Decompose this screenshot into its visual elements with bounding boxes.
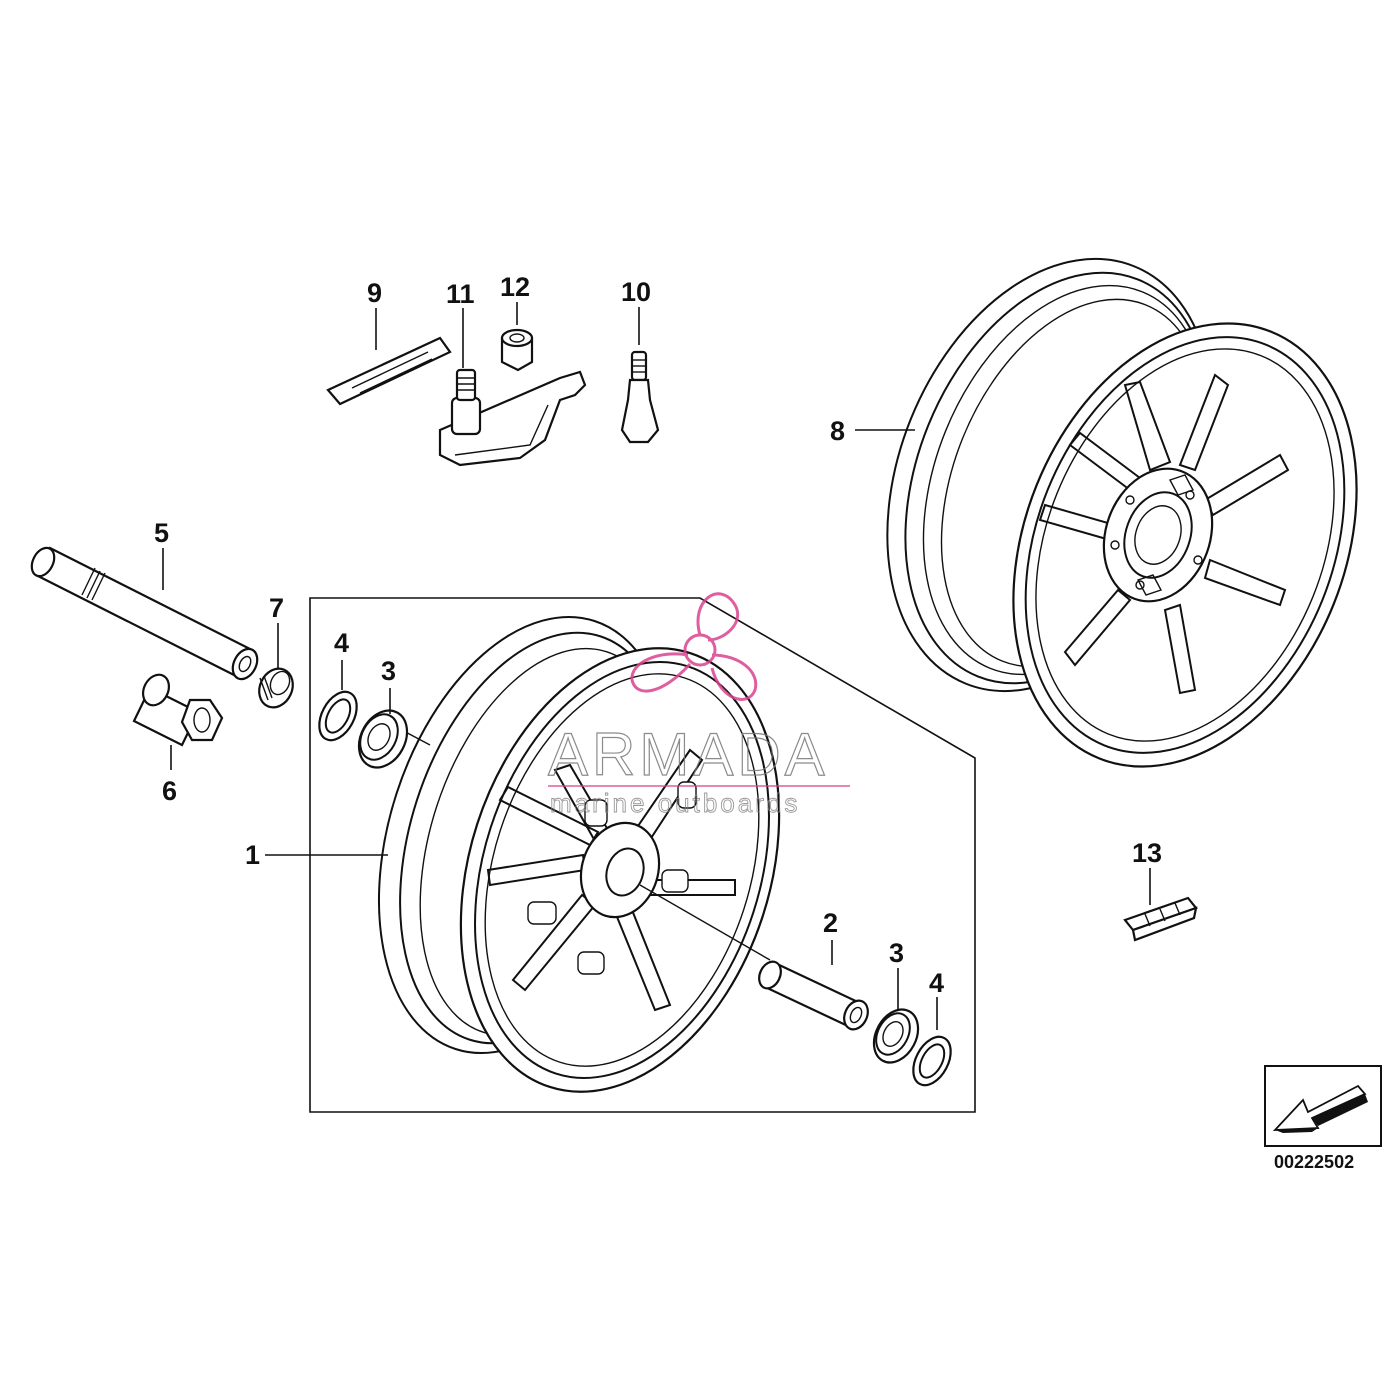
bearing-right-illustration bbox=[872, 1008, 920, 1064]
spacer-sleeve-illustration bbox=[758, 960, 869, 1031]
rear-wheel-illustration bbox=[886, 257, 1358, 768]
callout-10: 10 bbox=[621, 277, 651, 307]
seal-left-illustration bbox=[318, 690, 358, 742]
bearing-left-illustration bbox=[357, 709, 409, 769]
seal-right-illustration bbox=[912, 1035, 952, 1087]
axle-illustration bbox=[30, 546, 259, 681]
callout-7: 7 bbox=[269, 593, 284, 623]
assembly-frame bbox=[309, 597, 976, 1113]
callout-3-left: 3 bbox=[381, 656, 396, 686]
watermark-tagline: marine outboards bbox=[550, 788, 800, 818]
callout-4-right: 4 bbox=[929, 968, 944, 998]
callout-4-left: 4 bbox=[334, 628, 349, 658]
document-number: 00222502 bbox=[1274, 1152, 1354, 1172]
orientation-arrow-box bbox=[1264, 1065, 1382, 1147]
leader-lines bbox=[162, 302, 1151, 1030]
sensor-valve-illustration bbox=[438, 368, 587, 467]
callout-13: 13 bbox=[1132, 838, 1162, 868]
callout-2: 2 bbox=[823, 908, 838, 938]
watermark-logo-icon bbox=[630, 592, 758, 701]
watermark: ARMADA marine outboards bbox=[547, 592, 850, 818]
callout-12: 12 bbox=[500, 272, 530, 302]
watermark-brand: ARMADA bbox=[548, 721, 829, 788]
front-wheel-illustration bbox=[377, 615, 781, 1093]
callout-3-right: 3 bbox=[889, 938, 904, 968]
callout-9: 9 bbox=[367, 278, 382, 308]
callout-5: 5 bbox=[154, 518, 169, 548]
callout-8: 8 bbox=[830, 416, 845, 446]
callout-1: 1 bbox=[245, 840, 260, 870]
hex-sleeve-illustration bbox=[132, 673, 224, 747]
valve-nut-illustration bbox=[500, 328, 534, 372]
threaded-bush-illustration bbox=[258, 667, 294, 709]
callout-11: 11 bbox=[446, 279, 475, 309]
balance-weight-illustration bbox=[1123, 896, 1198, 942]
callout-6: 6 bbox=[162, 776, 177, 806]
label-sticker-illustration bbox=[326, 336, 452, 406]
valve-stem-illustration bbox=[620, 350, 660, 444]
